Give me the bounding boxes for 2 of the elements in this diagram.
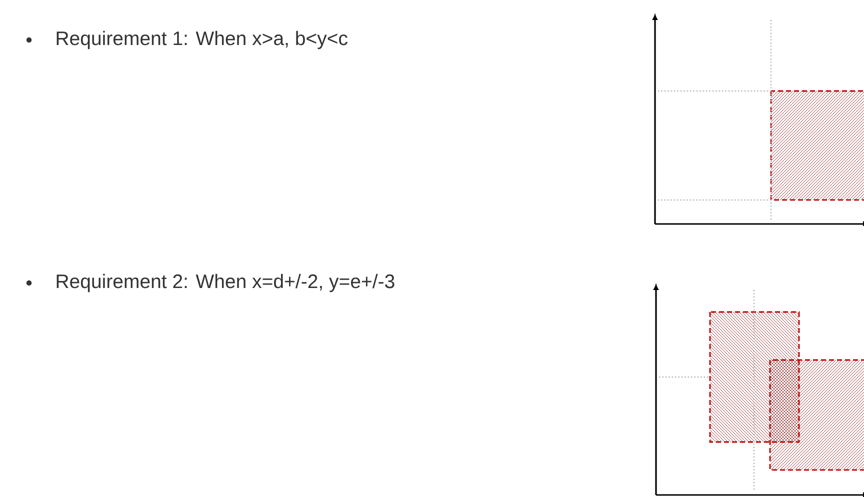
requirement-text: Requirement 1: When x>a, b<y<c	[56, 30, 348, 50]
requirement-text: Requirement 2: When x=d+/-2, y=e+/-3	[56, 274, 394, 292]
